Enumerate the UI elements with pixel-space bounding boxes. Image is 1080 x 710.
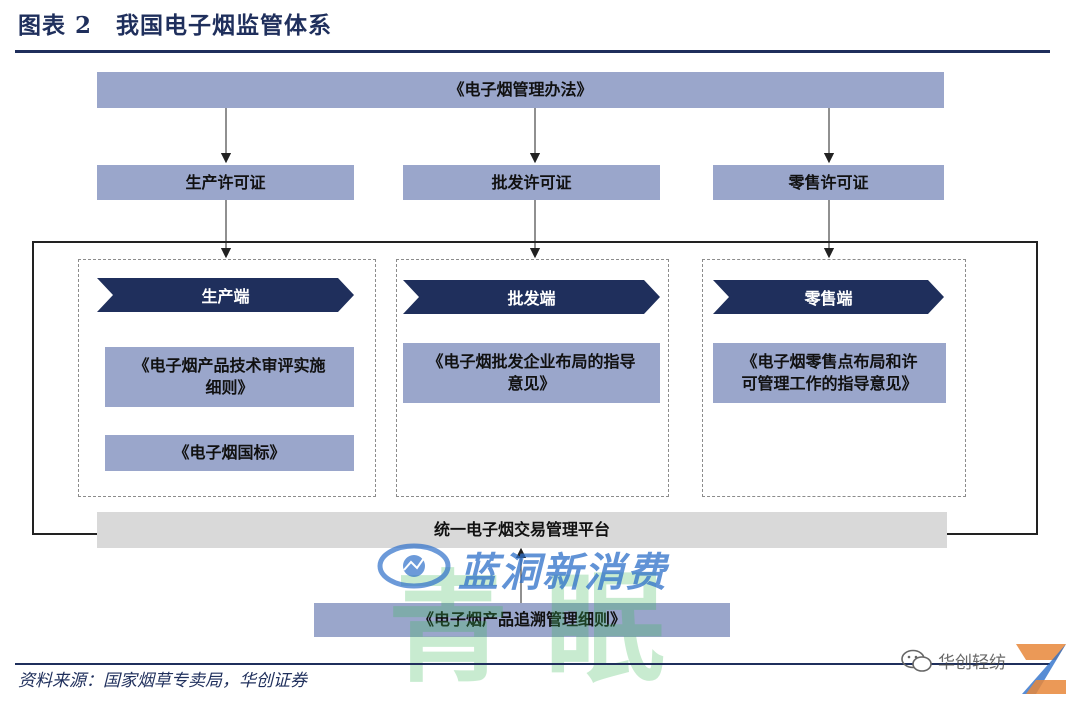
- wholesale-doc-line1: 《电子烟批发企业布局的指导: [427, 352, 636, 371]
- traceability-label: 《电子烟产品追溯管理细则》: [417, 610, 626, 629]
- production-doc-technical-review: 《电子烟产品技术审评实施 细则》: [105, 347, 354, 407]
- production-doc-1-line1: 《电子烟产品技术审评实施: [133, 356, 326, 375]
- watermark-brand: 蓝洞新消费: [458, 550, 668, 596]
- bottom-rule: [15, 663, 1050, 665]
- wholesale-header: 批发端: [403, 280, 660, 314]
- huachuang-logo-icon: [1016, 644, 1066, 694]
- retail-header-label: 零售端: [804, 289, 853, 308]
- trading-platform-box: 统一电子烟交易管理平台: [97, 512, 947, 548]
- retail-header: 零售端: [713, 280, 944, 314]
- top-regulation-box: 《电子烟管理办法》: [97, 72, 944, 108]
- source-note: 资料来源：国家烟草专卖局，华创证券: [18, 671, 307, 691]
- wholesale-header-label: 批发端: [507, 289, 556, 308]
- production-license-box: 生产许可证: [97, 165, 354, 200]
- wholesale-doc-line2: 意见》: [507, 374, 556, 393]
- wholesale-column: [396, 259, 669, 497]
- retail-license-box: 零售许可证: [713, 165, 944, 200]
- wholesale-license-box: 批发许可证: [403, 165, 660, 200]
- production-doc-national-standard: 《电子烟国标》: [105, 435, 354, 471]
- wechat-icon: [901, 649, 932, 672]
- watermark-big-char-2: 眠: [545, 560, 665, 699]
- retail-doc-layout-guidance: 《电子烟零售点布局和许 可管理工作的指导意见》: [713, 343, 946, 403]
- top-regulation-label: 《电子烟管理办法》: [448, 80, 593, 99]
- figure-title: 图表 2 我国电子烟监管体系: [18, 12, 333, 39]
- title-rule: [15, 50, 1050, 53]
- watermark-big-char-1: 青: [388, 560, 508, 699]
- retail-column: [702, 259, 966, 497]
- production-doc-2-label: 《电子烟国标》: [173, 443, 286, 462]
- retail-doc-line1: 《电子烟零售点布局和许: [741, 352, 918, 371]
- traceability-box: 《电子烟产品追溯管理细则》: [314, 603, 730, 637]
- wholesale-license-label: 批发许可证: [491, 172, 572, 192]
- retail-license-label: 零售许可证: [788, 172, 869, 192]
- wholesale-doc-layout-guidance: 《电子烟批发企业布局的指导 意见》: [403, 343, 660, 403]
- watermark-account: 华创轻纺: [938, 653, 1006, 673]
- production-doc-1-line2: 细则》: [205, 378, 254, 397]
- retail-doc-line2: 可管理工作的指导意见》: [741, 374, 918, 393]
- eye-logo-icon: [377, 543, 451, 589]
- production-header: 生产端: [97, 278, 354, 312]
- production-column: [78, 259, 376, 497]
- trading-platform-label: 统一电子烟交易管理平台: [433, 520, 610, 539]
- production-header-label: 生产端: [201, 287, 250, 306]
- production-license-label: 生产许可证: [185, 172, 266, 192]
